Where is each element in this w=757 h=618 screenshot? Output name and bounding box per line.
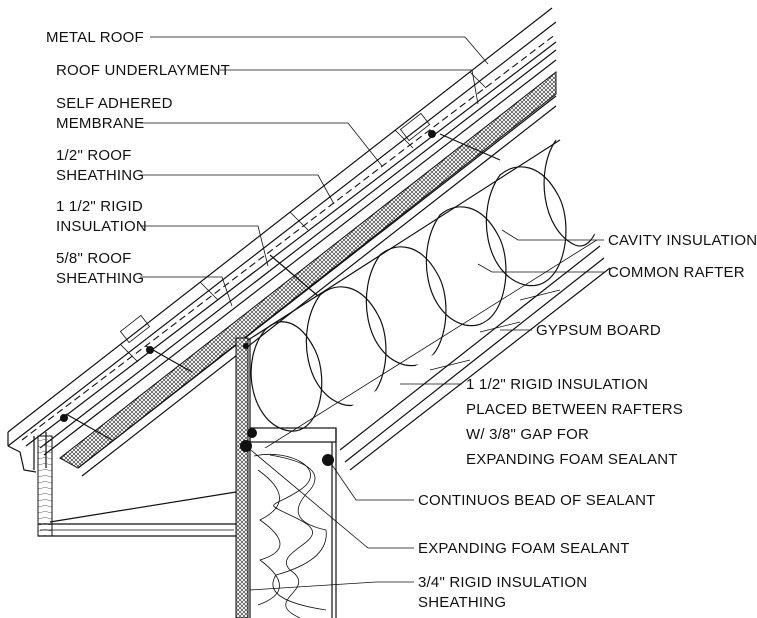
gypsum-board <box>349 267 611 471</box>
self-adhered-membrane <box>25 41 557 447</box>
label-wall-sheathing-2: SHEATHING <box>418 594 506 611</box>
label-roof-underlayment: ROOF UNDERLAYMENT <box>56 62 230 79</box>
label-self-adhered-2: MEMBRANE <box>56 115 144 132</box>
soffit-framing <box>37 435 237 537</box>
label-rigid-between-2: PLACED BETWEEN RAFTERS <box>466 401 683 418</box>
roof-underlayment <box>21 33 557 441</box>
label-five-eighth-1: 5/8" ROOF <box>56 250 131 267</box>
wall-rigid-sheathing <box>235 337 249 618</box>
label-half-sheathing-2: SHEATHING <box>56 167 144 184</box>
label-gypsum-board: GYPSUM BOARD <box>536 322 661 339</box>
roof-fasteners <box>60 130 501 441</box>
metal-roof <box>7 7 557 447</box>
label-cavity-insulation: CAVITY INSULATION <box>608 232 757 249</box>
label-rigid-between-3: W/ 3/8" GAP FOR <box>466 426 589 443</box>
label-self-adhered-1: SELF ADHERED <box>56 95 173 112</box>
roof-assembly <box>7 7 557 477</box>
label-rigid-2: INSULATION <box>56 218 147 235</box>
label-half-sheathing-1: 1/2" ROOF <box>56 147 131 164</box>
label-rigid-1: 1 1/2" RIGID <box>56 198 143 215</box>
half-inch-roof-sheathing <box>39 49 557 456</box>
leader-lines <box>140 36 604 591</box>
label-bead-sealant: CONTINUOS BEAD OF SEALANT <box>418 492 656 509</box>
sealant-bead-right <box>322 454 334 466</box>
wall-assembly <box>235 337 337 618</box>
label-wall-sheathing-1: 3/4" RIGID INSULATION <box>418 574 587 591</box>
label-five-eighth-2: SHEATHING <box>56 270 144 287</box>
five-eighth-roof-sheathing <box>77 95 557 477</box>
common-rafter <box>244 139 611 471</box>
label-metal-roof: METAL ROOF <box>46 29 144 46</box>
label-common-rafter: COMMON RAFTER <box>608 264 745 281</box>
rigid-insulation-band <box>59 70 557 469</box>
annotation-labels: METAL ROOF ROOF UNDERLAYMENT SELF ADHERE… <box>46 29 757 611</box>
label-rigid-between-1: 1 1/2" RIGID INSULATION <box>466 376 648 393</box>
label-foam-sealant: EXPANDING FOAM SEALANT <box>418 540 630 557</box>
label-rigid-between-4: EXPANDING FOAM SEALANT <box>466 451 678 468</box>
